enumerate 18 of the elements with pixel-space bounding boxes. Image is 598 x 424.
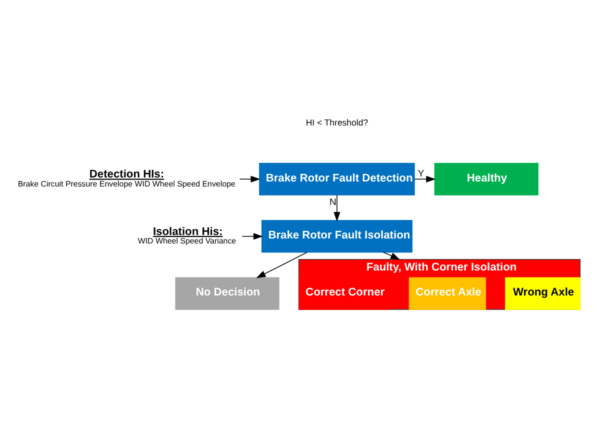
arrow	[239, 175, 260, 182]
node-box: Brake Rotor Fault Isolation	[261, 220, 412, 252]
node-box: Correct Axle	[408, 276, 486, 310]
node-box: Healthy	[434, 162, 538, 195]
node-box: Brake Rotor Fault Detection	[259, 162, 415, 195]
edge-label: Y	[418, 168, 424, 179]
node-text: Detection HIs: Brake Circuit Pressure Envelope WID Wheel Speed Envelope	[18, 168, 236, 188]
arrow	[242, 232, 263, 240]
arrow	[382, 251, 400, 260]
label: HI < Threshold?	[306, 117, 368, 128]
edge-label: N	[330, 196, 336, 208]
node-box: Correct Corner	[298, 276, 390, 310]
node-text: Isolation His: WID Wheel Speed Variance	[138, 225, 236, 245]
arrow	[414, 175, 436, 182]
node-box: Wrong Axle	[505, 276, 581, 310]
arrow	[334, 194, 340, 222]
node-box: No Decision	[175, 276, 280, 310]
arrow	[256, 251, 308, 278]
